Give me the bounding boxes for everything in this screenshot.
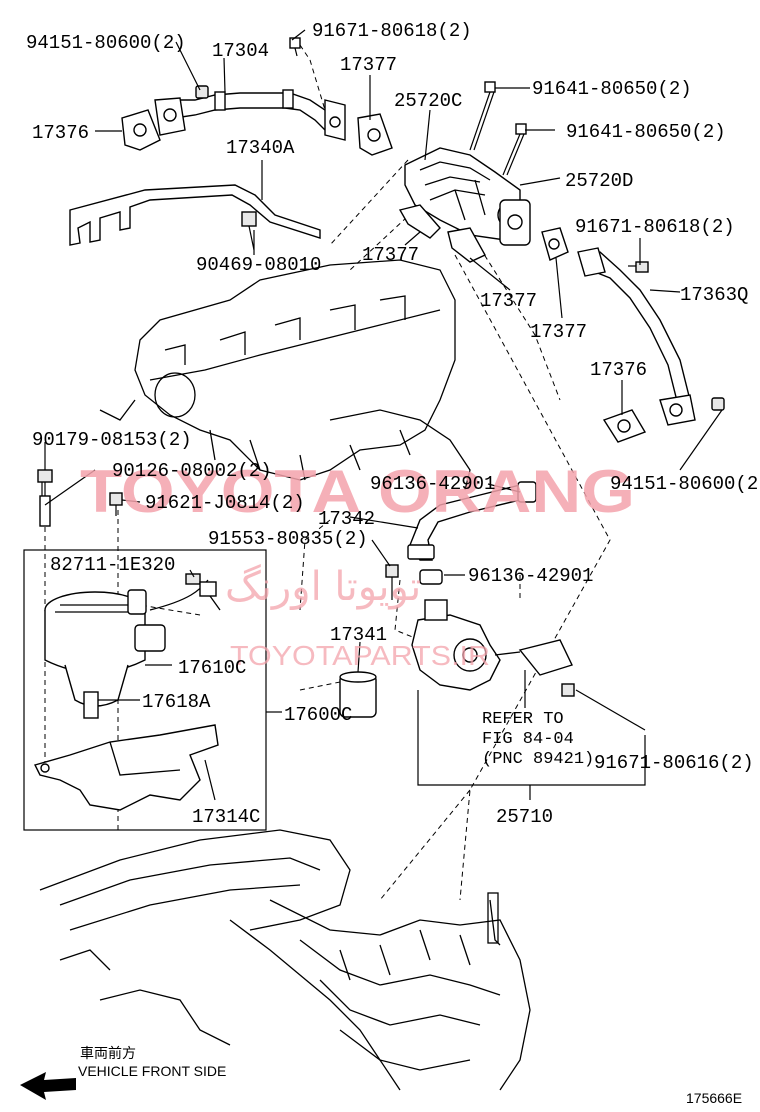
label-82711-1e320: 82711-1E320 — [50, 554, 175, 576]
label-91641-80650-a: 91641-80650(2) — [532, 78, 692, 100]
front-label-en: VEHICLE FRONT SIDE — [78, 1063, 226, 1079]
connector-82711 — [185, 573, 221, 611]
bolt-91671-right — [628, 261, 649, 273]
gasket-17377-left — [398, 204, 441, 239]
bracket-25710 — [417, 690, 646, 786]
label-91553-80835: 91553-80835(2) — [208, 528, 368, 550]
label-96136-42901-upper: 96136-42901 — [370, 473, 495, 495]
label-17377-right: 17377 — [530, 321, 587, 343]
watermark-arabic: تویوتا اورنگ — [225, 564, 421, 610]
bolt-91671-lower — [561, 683, 575, 697]
label-90179-08153: 90179-08153(2) — [32, 429, 192, 451]
label-17304: 17304 — [212, 40, 269, 62]
bolt-91671-top — [289, 37, 301, 57]
label-91671-80618-top: 91671-80618(2) — [312, 20, 472, 42]
label-25720c: 25720C — [394, 90, 462, 112]
label-17376-top: 17376 — [32, 122, 89, 144]
label-91671-80616: 91671-80616(2) — [594, 752, 754, 774]
air-pump-assembly-box — [23, 549, 282, 831]
figure-id: 175666E — [686, 1090, 742, 1106]
label-17376-right: 17376 — [590, 359, 647, 381]
clamp-96136-lower — [419, 569, 443, 585]
gasket-17376-right — [602, 409, 647, 443]
label-17610c: 17610C — [178, 657, 246, 679]
watermark: TOYOTA ORANG تویوتا اورنگ TOYOTAPARTS.IR — [80, 458, 635, 671]
nut-94151-top — [195, 85, 209, 99]
nut-94151-right — [711, 397, 725, 411]
vehicle-front-indicator: 車両前方 VEHICLE FRONT SIDE — [20, 1045, 226, 1100]
front-label-jp: 車両前方 — [80, 1045, 136, 1061]
gasket-17376-top — [121, 109, 161, 151]
label-25720d: 25720D — [565, 170, 633, 192]
clip-90469 — [241, 211, 257, 251]
label-91641-80650-b: 91641-80650(2) — [566, 121, 726, 143]
stud-90126 — [39, 495, 51, 527]
bolt-91553 — [385, 564, 399, 600]
grommet-17618a — [83, 691, 99, 719]
label-25710: 25710 — [496, 806, 553, 828]
gasket-17377-right — [447, 227, 486, 263]
gasket-17377-top — [357, 113, 393, 156]
gasket-17377-d — [541, 227, 569, 261]
engine-block-drawing — [39, 829, 531, 1091]
label-17363q: 17363Q — [680, 284, 748, 306]
label-90469-08010: 90469-08010 — [196, 254, 321, 276]
intake-manifold-drawing — [99, 259, 471, 491]
hose-17341 — [339, 671, 377, 718]
bolt-91641-a — [469, 81, 496, 151]
label-17600c: 17600C — [284, 704, 352, 726]
label-17340a: 17340A — [226, 137, 295, 159]
label-94151-80600-right: 94151-80600(2) — [610, 473, 760, 495]
valve-25720c — [404, 147, 531, 246]
label-91671-80618-right: 91671-80618(2) — [575, 216, 735, 238]
front-arrow-icon — [20, 1072, 76, 1100]
bolt-91641-b — [502, 123, 527, 176]
watermark-main: TOYOTA ORANG — [80, 458, 635, 525]
hose-17342 — [407, 481, 537, 561]
pipe-17363q — [577, 247, 696, 426]
label-17377-left: 17377 — [362, 244, 419, 266]
bracket-17314c — [33, 724, 219, 811]
part-labels: 94151-80600(2) 17304 91671-80618(2) 1737… — [26, 20, 760, 828]
label-94151-80600-top: 94151-80600(2) — [26, 32, 186, 54]
bolt-91621 — [109, 492, 123, 516]
leader-lines — [44, 29, 723, 801]
watermark-site: TOYOTAPARTS.IR — [230, 640, 490, 671]
label-refer-fig: FIG 84-04 — [482, 730, 574, 749]
valve-25710 — [411, 599, 573, 691]
label-17341: 17341 — [330, 624, 387, 646]
label-refer-pnc: (PNC 89421) — [482, 750, 594, 769]
label-refer-to: REFER TO — [482, 710, 564, 729]
hose-17340a — [69, 184, 321, 246]
label-17377-top: 17377 — [340, 54, 397, 76]
label-96136-42901-lower: 96136-42901 — [468, 565, 593, 587]
label-91621-j0814: 91621-J0814(2) — [145, 492, 305, 514]
label-17342: 17342 — [318, 508, 375, 530]
label-90126-08002: 90126-08002(2) — [112, 460, 272, 482]
label-17618a: 17618A — [142, 691, 211, 713]
air-pump-17610c — [44, 579, 209, 707]
label-17377-mid: 17377 — [480, 290, 537, 312]
label-17314c: 17314C — [192, 806, 260, 828]
air-pipe-17304 — [154, 89, 346, 141]
